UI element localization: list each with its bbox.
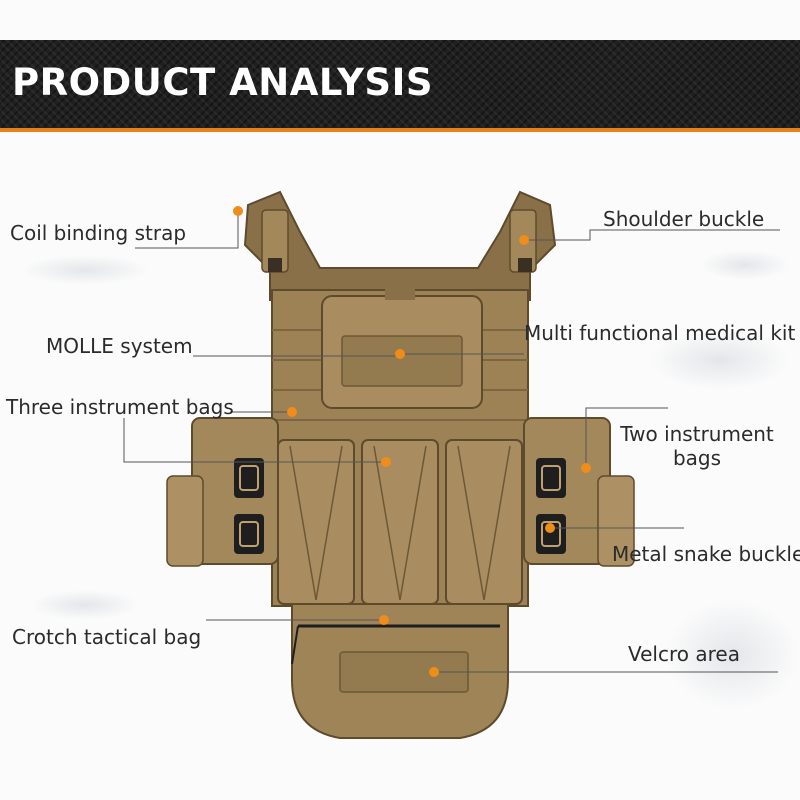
tactical-vest-icon — [166, 190, 635, 739]
background-glare — [665, 600, 800, 710]
label-molle-system: MOLLE system — [46, 334, 193, 358]
label-coil-binding-strap: Coil binding strap — [10, 221, 187, 245]
label-three-instrument-bags: Three instrument bags — [6, 395, 234, 419]
background-glare — [650, 330, 790, 390]
marker-metal-snake-buckle — [545, 523, 555, 533]
marker-crotch-tactical-bag — [379, 615, 389, 625]
marker-two-instrument-bags — [581, 463, 591, 473]
header-accent-stripe — [0, 128, 800, 132]
label-shoulder-buckle: Shoulder buckle — [603, 207, 765, 231]
marker-three-instrument-bags — [381, 457, 391, 467]
marker-medical-kit — [395, 349, 405, 359]
marker-velcro-area — [429, 667, 439, 677]
callout-markers — [233, 206, 591, 677]
callout-leader-lines — [123, 213, 780, 673]
marker-coil-binding-strap — [233, 206, 243, 216]
label-crotch-tactical-bag: Crotch tactical bag — [12, 625, 202, 649]
header-banner — [0, 40, 800, 128]
background-glare — [20, 255, 150, 285]
marker-shoulder-buckle — [519, 235, 529, 245]
label-two-instrument-bags: Two instrument bags — [620, 422, 774, 470]
label-velcro-area: Velcro area — [628, 642, 740, 666]
background-glare — [700, 250, 790, 280]
marker-molle-system — [287, 407, 297, 417]
label-metal-snake-buckle: Metal snake buckle — [612, 542, 800, 566]
page-title: PRODUCT ANALYSIS — [12, 61, 433, 104]
background-glare — [30, 590, 140, 620]
label-medical-kit: Multi functional medical kit — [524, 321, 796, 345]
